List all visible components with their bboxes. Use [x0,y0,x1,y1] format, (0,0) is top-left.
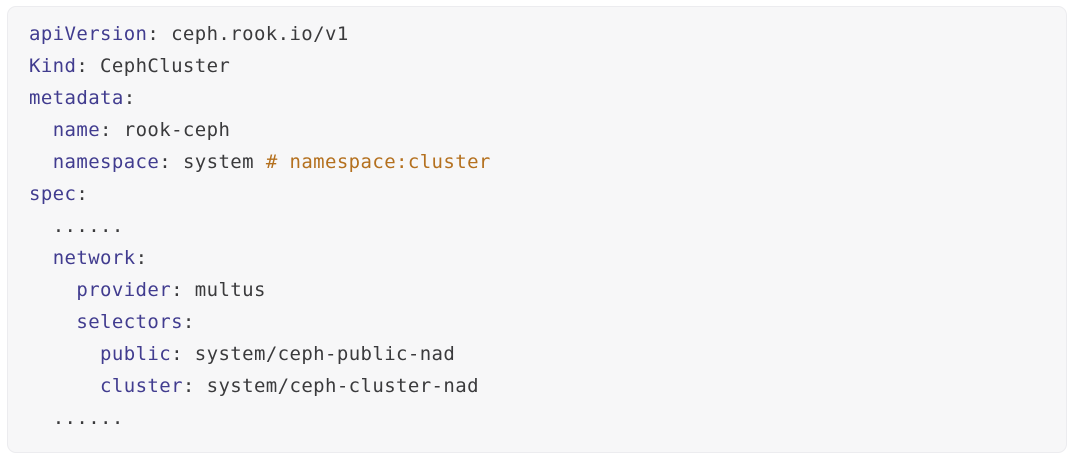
code-indent [29,407,53,429]
code-indent [29,151,53,173]
code-line: ...... [29,210,491,242]
yaml-separator: : [135,247,148,269]
code-indent [29,311,76,333]
yaml-key: provider [76,279,172,301]
yaml-value: ceph.rook.io/v1 [171,23,349,45]
code-indent [29,119,53,141]
yaml-comment: # namespace:cluster [265,151,491,173]
yaml-key: namespace [52,151,160,173]
yaml-separator: : [182,375,207,397]
code-indent [29,375,100,397]
code-line: spec: [29,178,491,210]
yaml-elision: ...... [52,215,124,237]
yaml-value: system/ceph-cluster-nad [206,375,479,397]
yaml-separator: : [171,279,195,301]
yaml-key: apiVersion [29,23,148,45]
yaml-value: system/ceph-public-nad [194,343,456,365]
code-indent [29,279,76,301]
code-indent [29,247,53,269]
yaml-key: Kind [29,55,77,77]
yaml-key: spec [29,183,77,205]
code-line: selectors: [29,306,491,338]
yaml-separator: : [182,311,195,333]
code-line: ...... [29,402,491,434]
yaml-separator: : [123,87,136,109]
code-line: metadata: [29,82,491,114]
yaml-key: metadata [29,87,124,109]
yaml-separator: : [76,183,89,205]
yaml-key: name [52,119,101,141]
code-line: apiVersion: ceph.rook.io/v1 [29,18,491,50]
code-line: Kind: CephCluster [29,50,491,82]
yaml-key: cluster [100,375,183,397]
yaml-separator: : [159,151,183,173]
yaml-key: public [100,343,172,365]
code-line: namespace: system # namespace:cluster [29,146,491,178]
yaml-separator: : [147,23,172,45]
code-indent [29,343,100,365]
code-line: network: [29,242,491,274]
yaml-separator: : [76,55,101,77]
yaml-value: CephCluster [100,55,231,77]
code-line: cluster: system/ceph-cluster-nad [29,370,491,402]
code-line: public: system/ceph-public-nad [29,338,491,370]
yaml-value: system [182,151,266,173]
yaml-value: multus [194,279,266,301]
code-indent [29,215,53,237]
code-line: name: rook-ceph [29,114,491,146]
yaml-elision: ...... [52,407,124,429]
yaml-separator: : [100,119,124,141]
yaml-separator: : [171,343,195,365]
code-line: provider: multus [29,274,491,306]
yaml-key: network [52,247,136,269]
yaml-key: selectors [76,311,183,333]
yaml-value: rook-ceph [123,119,231,141]
